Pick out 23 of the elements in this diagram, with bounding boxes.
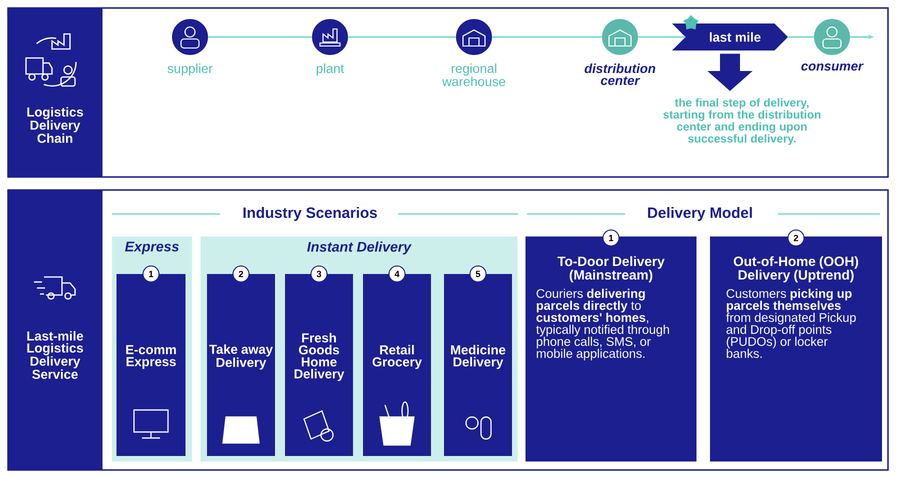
timeline-line [788, 36, 814, 38]
timeline-line [638, 36, 686, 38]
stage-caption: consumer [801, 64, 864, 71]
section-heading: Industry Scenarios [244, 207, 377, 221]
number-badge: 4 [388, 266, 406, 282]
stage-caption: supplier [168, 64, 213, 76]
description-text: the final step of delivery, starting from the distribution center and ending upon successful delivery. [663, 98, 820, 145]
number-badge: 1 [142, 266, 160, 282]
timeline-line [208, 36, 312, 38]
timeline-line [348, 36, 456, 38]
number-badge: 5 [470, 266, 486, 282]
stage-caption: plant [316, 64, 344, 76]
stage-caption: distribution center [584, 64, 656, 86]
chevron-banner: last mile [672, 24, 788, 50]
number-badge: 2 [788, 230, 804, 246]
section-heading: Delivery Model [648, 207, 752, 221]
stage-caption: regional warehouse [442, 64, 506, 86]
side-band: Logistics Delivery Chain [8, 8, 102, 176]
number-badge: 3 [310, 266, 328, 282]
timeline-line [492, 36, 602, 38]
number-badge: 1 [602, 230, 620, 246]
side-band: Last-mile Logistics Delivery Service [8, 190, 102, 470]
number-badge: 2 [232, 266, 250, 282]
